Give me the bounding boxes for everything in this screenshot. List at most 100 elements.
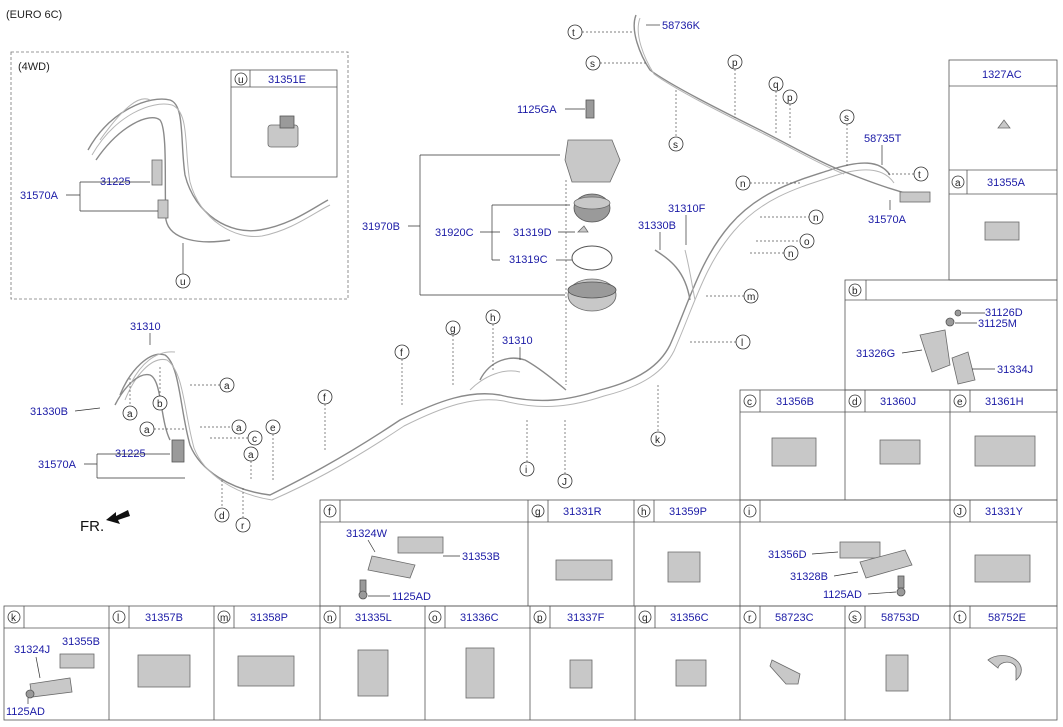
part-31335L-illustration	[357, 649, 389, 697]
legend-31359P-code: 31359P	[669, 506, 707, 518]
part-31326G-illustration	[919, 329, 951, 373]
part-31331R-illustration	[555, 559, 613, 581]
ref-a-1: a	[224, 381, 230, 392]
ref-k: k	[655, 435, 661, 446]
legend-right: 1327AC a 31355A b 31126D 31125M 31326G 3…	[739, 59, 1058, 501]
callout-31920C: 31920C	[435, 227, 474, 239]
part-31360J-illustration	[879, 439, 921, 465]
svg-text:p: p	[537, 613, 543, 624]
svg-text:a: a	[955, 178, 961, 189]
ref-h: h	[490, 313, 496, 324]
part-31324W-illustration	[367, 555, 416, 579]
inset-u-code: 31351E	[268, 74, 306, 86]
callout-31970B: 31970B	[362, 221, 400, 233]
callout-31330B-left: 31330B	[30, 406, 68, 418]
legend-31358P-code: 31358P	[250, 612, 288, 624]
callout-1125AD-f: 1125AD	[392, 591, 431, 603]
fuel-line-main	[114, 14, 931, 501]
legend-31355A-code: 31355A	[987, 177, 1026, 189]
part-58723C-illustration	[769, 659, 801, 685]
part-31353B-illustration	[397, 536, 444, 554]
ref-d: d	[219, 511, 225, 522]
legend-31356C-code: 31356C	[670, 612, 709, 624]
inset-4wd-frame	[10, 51, 349, 300]
legend-58723C-code: 58723C	[775, 612, 814, 624]
ref-l: l	[741, 338, 743, 349]
ref-a-4: a	[236, 423, 242, 434]
callout-31324J: 31324J	[14, 644, 50, 656]
svg-text:q: q	[642, 613, 648, 624]
callout-31319D: 31319D	[513, 227, 552, 239]
part-31361H-illustration	[974, 435, 1036, 467]
svg-text:t: t	[958, 613, 961, 624]
ref-i: i	[525, 465, 527, 476]
callout-1125AD-k: 1125AD	[6, 706, 45, 718]
callout-31570A-right: 31570A	[868, 214, 907, 226]
legend-31357B-code: 31357B	[145, 612, 183, 624]
part-31358P-illustration	[237, 655, 295, 687]
ref-c: c	[252, 434, 257, 445]
callout-31310-mid: 31310	[502, 335, 533, 347]
callout-31570A-4wd: 31570A	[20, 190, 59, 202]
svg-text:s: s	[852, 613, 857, 624]
part-31355B-illustration	[59, 653, 95, 669]
legend-31337F-code: 31337F	[567, 612, 605, 624]
svg-text:r: r	[748, 613, 752, 624]
legend-58753D-code: 58753D	[881, 612, 920, 624]
part-31337F-illustration	[569, 659, 593, 689]
svg-text:l: l	[117, 613, 119, 624]
callout-31328B: 31328B	[790, 571, 828, 583]
ref-a-3: a	[144, 425, 150, 436]
callout-58735T: 58735T	[864, 133, 902, 145]
svg-text:J: J	[957, 507, 962, 518]
part-31328B-illustration	[859, 549, 913, 579]
legend-31331R-code: 31331R	[563, 506, 602, 518]
ref-q: q	[773, 80, 779, 91]
svg-text:k: k	[11, 613, 17, 624]
part-1327AC-illustration	[997, 119, 1011, 129]
callout-31324W: 31324W	[346, 528, 388, 540]
callout-58736K: 58736K	[662, 20, 701, 32]
svg-text:m: m	[220, 613, 228, 624]
callout-1125AD-i: 1125AD	[823, 589, 862, 601]
ref-s-mid: s	[673, 140, 678, 151]
callout-1125GA: 1125GA	[517, 104, 557, 116]
callout-31353B: 31353B	[462, 551, 500, 563]
part-31331Y-illustration	[974, 554, 1031, 583]
ref-r: r	[241, 521, 245, 532]
inset-4wd-label: (4WD)	[18, 61, 50, 73]
ref-s-right: s	[844, 113, 849, 124]
legend-31336C-code: 31336C	[460, 612, 499, 624]
svg-text:i: i	[748, 507, 750, 518]
legend-58752E-code: 58752E	[988, 612, 1026, 624]
part-31359P-illustration	[667, 551, 701, 583]
ref-n-3: n	[788, 249, 794, 260]
ref-n-1: n	[740, 179, 746, 190]
ref-p-2: p	[787, 93, 793, 104]
part-58753D-illustration	[885, 654, 909, 692]
callout-31330B-top: 31330B	[638, 220, 676, 232]
callout-31126D: 31126D	[985, 307, 1023, 319]
ref-markers: t s s p q p s t n n o n m l k J i h g f …	[122, 24, 929, 533]
ref-u-letter: u	[180, 277, 186, 288]
ref-o: o	[804, 237, 810, 248]
ref-u	[175, 273, 191, 289]
ref-f-2: f	[323, 393, 326, 404]
part-31356D-illustration	[839, 541, 881, 559]
inset-u-box	[230, 69, 338, 178]
svg-text:g: g	[535, 507, 541, 518]
inset-u-key: u	[238, 75, 244, 86]
ref-f-1: f	[400, 348, 403, 359]
callout-31334J: 31334J	[997, 364, 1033, 376]
ref-s-top: s	[590, 59, 595, 70]
ref-t-right: t	[918, 170, 921, 181]
inset-4wd-pipes	[87, 98, 331, 243]
svg-text:b: b	[852, 286, 858, 297]
svg-text:c: c	[747, 397, 752, 408]
svg-text:o: o	[432, 613, 438, 624]
part-31334J-illustration	[951, 351, 976, 385]
variant-label: (EURO 6C)	[6, 9, 62, 21]
callout-31125M: 31125M	[978, 318, 1017, 330]
ref-b: b	[157, 399, 163, 410]
